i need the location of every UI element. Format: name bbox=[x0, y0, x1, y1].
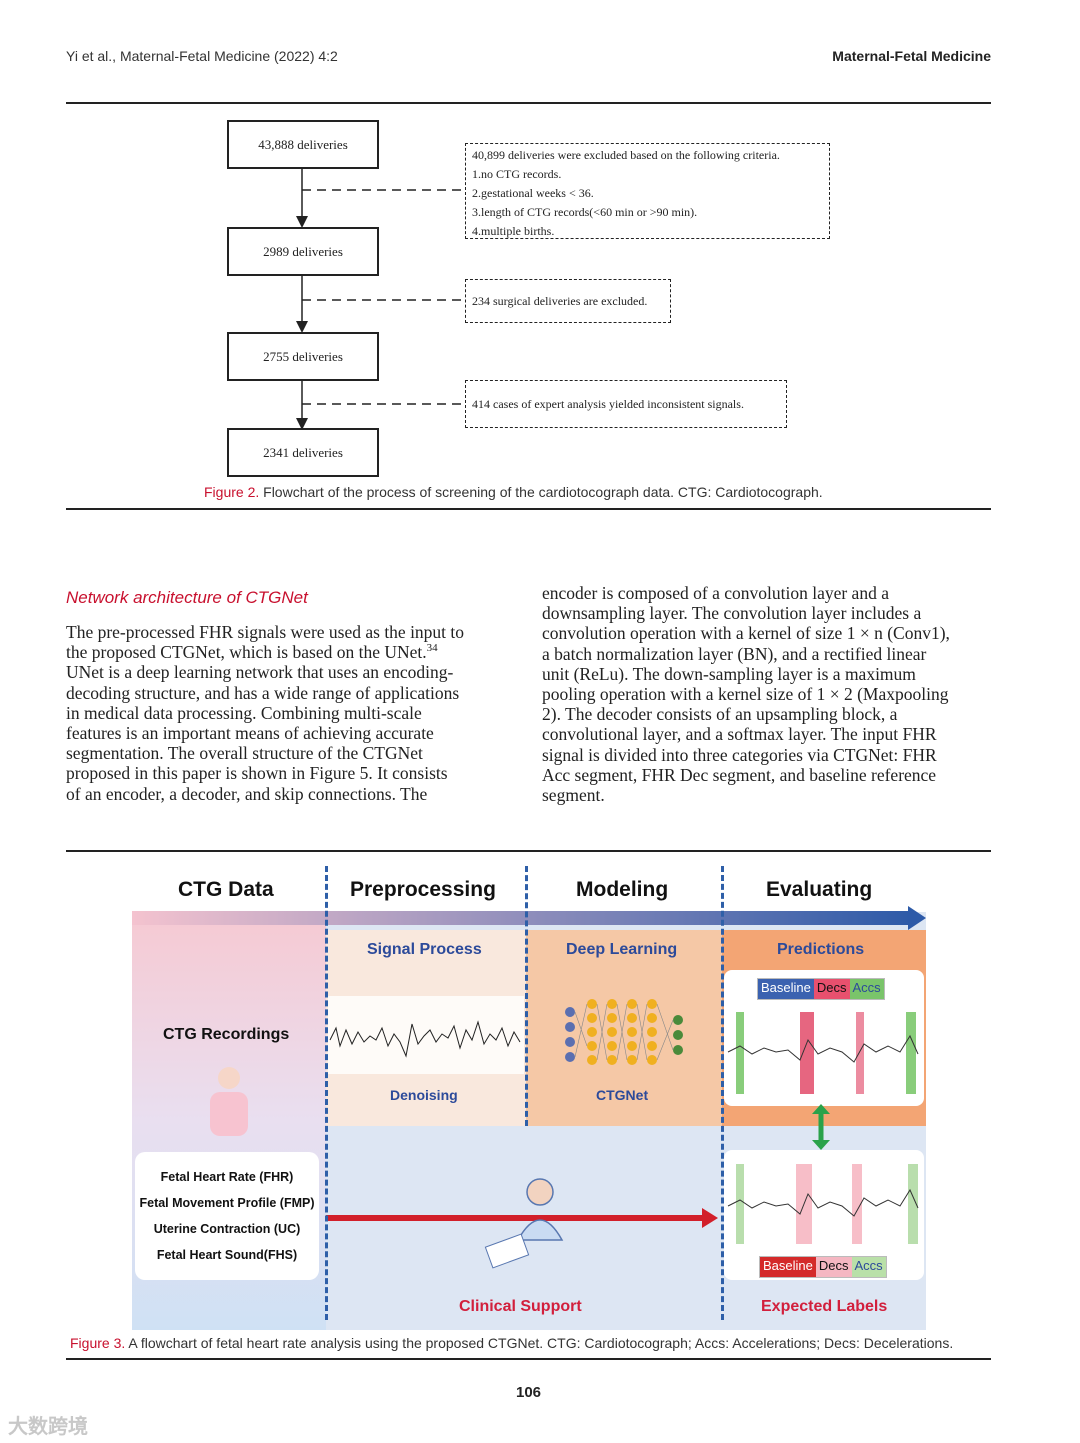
body-line: downsampling layer. The convolution laye… bbox=[542, 603, 922, 624]
figure2-caption: Figure 2. Flowchart of the process of sc… bbox=[204, 484, 823, 500]
citation-superscript: 34 bbox=[426, 642, 438, 655]
feature-uc: Uterine Contraction (UC) bbox=[153, 1222, 301, 1236]
predictions-label: Predictions bbox=[777, 941, 865, 958]
body-line: of an encoder, a decoder, and skip conne… bbox=[66, 783, 428, 804]
stage-divider-1 bbox=[325, 866, 328, 1320]
feature-fhr: Fetal Heart Rate (FHR) bbox=[160, 1170, 294, 1184]
feature-fhs: Fetal Heart Sound(FHS) bbox=[156, 1248, 298, 1262]
body-line: in medical data processing. Combining mu… bbox=[66, 702, 422, 723]
deep-learning-label: Deep Learning bbox=[566, 941, 678, 958]
body-line: segmentation. The overall structure of t… bbox=[66, 743, 423, 764]
stage-preprocessing: Preprocessing bbox=[350, 878, 496, 901]
body-line: convolutional layer, and a softmax layer… bbox=[542, 724, 937, 745]
body-line: pooling operation with a kernel size of … bbox=[542, 684, 949, 705]
ctg-recordings-label: CTG Recordings bbox=[163, 1026, 290, 1043]
predictions-legend: Baseline Decs Accs bbox=[757, 978, 885, 1000]
body-line: the proposed CTGNet, which is based on t… bbox=[66, 642, 438, 663]
exclusion-line: 4.multiple births. bbox=[472, 224, 555, 238]
signal-process-label: Signal Process bbox=[367, 941, 482, 958]
figure3-caption: Figure 3. A flowchart of fetal heart rat… bbox=[70, 1335, 953, 1351]
flow-box-2: 2989 deliveries bbox=[227, 227, 379, 276]
flow-box-4: 2341 deliveries bbox=[227, 428, 379, 477]
stage-ctg-data: CTG Data bbox=[178, 878, 274, 901]
exclusion-box-1: 40,899 deliveries were excluded based on… bbox=[465, 143, 830, 239]
body-right-column: encoder is composed of a convolution lay… bbox=[542, 583, 991, 805]
body-line: encoder is composed of a convolution lay… bbox=[542, 583, 889, 603]
figure2-caption-label: Figure 2. bbox=[204, 484, 260, 500]
expected-labels-label: Expected Labels bbox=[761, 1298, 888, 1315]
flowchart-connectors bbox=[296, 167, 465, 430]
exclusion-box-2: 234 surgical deliveries are excluded. bbox=[465, 279, 671, 323]
body-line: unit (ReLu). The down-sampling layer is … bbox=[542, 663, 916, 684]
figure3-bottom-rule bbox=[66, 1358, 991, 1360]
stage-divider-3 bbox=[721, 866, 724, 1320]
clinician-icon bbox=[484, 1178, 564, 1269]
journal-name: Maternal-Fetal Medicine bbox=[832, 48, 991, 64]
figure3-top-rule bbox=[66, 850, 991, 852]
page-number: 106 bbox=[516, 1384, 542, 1401]
legend-accs: Accs bbox=[851, 1257, 886, 1277]
body-line: features is an important means of achiev… bbox=[66, 723, 434, 744]
flow-box-3: 2755 deliveries bbox=[227, 332, 379, 381]
legend-decs: Decs bbox=[813, 979, 850, 999]
flow-box-1: 43,888 deliveries bbox=[227, 120, 379, 169]
legend-baseline: Baseline bbox=[760, 1257, 816, 1277]
legend-decs: Decs bbox=[815, 1257, 852, 1277]
patient-icon bbox=[210, 1067, 248, 1136]
exclusion-line: 2.gestational weeks < 36. bbox=[472, 186, 594, 200]
figure3-caption-label: Figure 3. bbox=[70, 1335, 126, 1351]
stage-modeling: Modeling bbox=[576, 878, 669, 901]
body-line: convolution operation with a kernel of s… bbox=[542, 623, 950, 644]
running-citation: Yi et al., Maternal-Fetal Medicine (2022… bbox=[66, 48, 338, 64]
body-line: 2). The decoder consists of an upsamplin… bbox=[542, 704, 898, 725]
clinical-support-label: Clinical Support bbox=[459, 1298, 582, 1315]
figure3-caption-text: A flowchart of fetal heart rate analysis… bbox=[128, 1335, 954, 1351]
figure3-graphics bbox=[132, 906, 926, 1330]
denoising-label: Denoising bbox=[390, 1087, 458, 1103]
ctgnet-label: CTGNet bbox=[596, 1087, 649, 1103]
body-line: Acc segment, FHR Dec segment, and baseli… bbox=[542, 764, 937, 785]
figure2-caption-text: Flowchart of the process of screening of… bbox=[263, 484, 823, 500]
legend-accs: Accs bbox=[849, 979, 884, 999]
body-left-column: The pre-processed FHR signals were used … bbox=[66, 622, 515, 804]
body-line: signal is divided into three categories … bbox=[542, 744, 937, 765]
nn-nodes bbox=[565, 999, 683, 1065]
body-line: UNet is a deep learning network that use… bbox=[66, 662, 454, 683]
section-title: Network architecture of CTGNet bbox=[66, 588, 308, 607]
feature-fmp: Fetal Movement Profile (FMP) bbox=[139, 1196, 315, 1210]
header-rule bbox=[66, 102, 991, 104]
exclusion-line: 1.no CTG records. bbox=[472, 167, 562, 181]
body-line: proposed in this paper is shown in Figur… bbox=[66, 763, 448, 784]
body-line: decoding structure, and has a wide range… bbox=[66, 682, 460, 703]
body-line: The pre-processed FHR signals were used … bbox=[66, 622, 465, 642]
figure2-rule bbox=[66, 508, 991, 510]
legend-baseline: Baseline bbox=[758, 979, 814, 999]
stage-evaluating: Evaluating bbox=[766, 878, 873, 901]
exclusion-line: 40,899 deliveries were excluded based on… bbox=[472, 148, 780, 162]
body-line: segment. bbox=[542, 785, 605, 806]
stage-divider-2 bbox=[525, 866, 528, 1126]
expected-legend: Baseline Decs Accs bbox=[759, 1256, 887, 1278]
watermark-logo: 大数跨境 bbox=[8, 1416, 88, 1438]
exclusion-line: 3.length of CTG records(<60 min or >90 m… bbox=[472, 205, 698, 219]
exclusion-box-3: 414 cases of expert analysis yielded inc… bbox=[465, 380, 787, 428]
body-line: a batch normalization layer (BN), and a … bbox=[542, 643, 927, 664]
